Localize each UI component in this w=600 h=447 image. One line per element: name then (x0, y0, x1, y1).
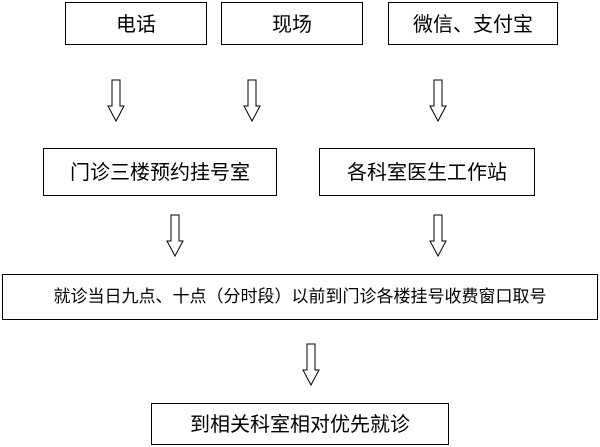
department-workstation-label: 各科室医生工作站 (347, 160, 507, 184)
arrow-phone-to-floor3 (107, 79, 125, 123)
priority-visit-label: 到相关科室相对优先就诊 (190, 412, 410, 436)
ticket-pickup-box: 就诊当日九点、十点（分时段）以前到门诊各楼挂号收费窗口取号 (2, 274, 598, 320)
channel-wechat-alipay-box: 微信、支付宝 (388, 2, 558, 45)
channel-onsite-box: 现场 (221, 2, 363, 45)
arrow-onsite-to-floor3 (243, 79, 261, 123)
arrow-ticket-to-visit (302, 343, 320, 387)
channel-onsite-label: 现场 (272, 11, 312, 36)
ticket-pickup-label: 就诊当日九点、十点（分时段）以前到门诊各楼挂号收费窗口取号 (53, 286, 547, 307)
arrow-wechat-to-dept (429, 79, 447, 123)
channel-wechat-alipay-label: 微信、支付宝 (413, 11, 533, 36)
outpatient-floor3-booking-label: 门诊三楼预约挂号室 (70, 160, 250, 184)
channel-phone-label: 电话 (116, 11, 156, 36)
priority-visit-box: 到相关科室相对优先就诊 (151, 403, 449, 445)
outpatient-floor3-booking-box: 门诊三楼预约挂号室 (43, 148, 277, 196)
channel-phone-box: 电话 (65, 2, 207, 45)
arrow-dept-to-ticket (429, 214, 447, 258)
department-workstation-box: 各科室医生工作站 (319, 148, 535, 196)
arrow-floor3-to-ticket (166, 214, 184, 258)
